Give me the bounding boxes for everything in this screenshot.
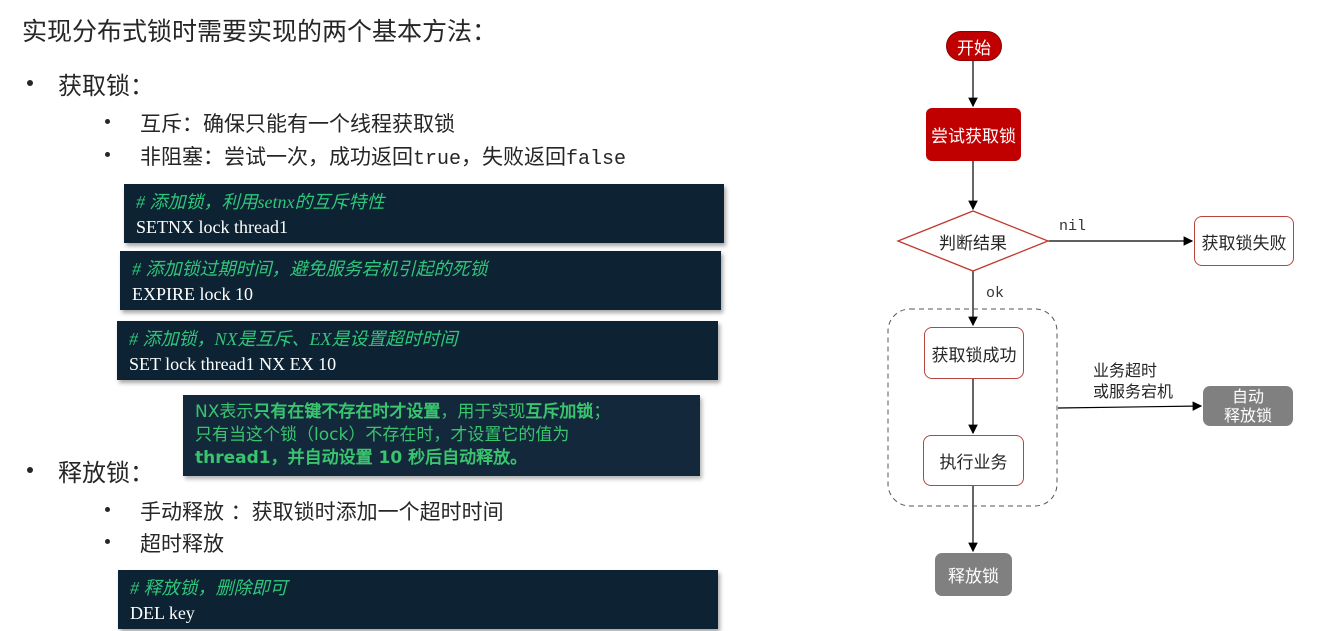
flow-ok-label: ok (986, 285, 1005, 302)
false-literal: false (566, 148, 627, 171)
bullet-dot (105, 539, 110, 544)
auto-release-line-2: 释放锁 (1223, 406, 1272, 425)
bullet-dot (27, 80, 33, 86)
code-block-expire: # 添加锁过期时间，避免服务宕机引起的死锁 EXPIRE lock 10 (120, 251, 721, 310)
code-comment: # 释放锁，删除即可 (130, 578, 288, 598)
timeout-label-line-2: 或服务宕机 (1093, 382, 1174, 401)
nonblocking-text-2: ，失败返回 (461, 145, 567, 169)
flow-nil-label: nil (1059, 218, 1087, 235)
flow-success-node: 获取锁成功 (924, 327, 1024, 379)
flow-start-node: 开始 (946, 31, 1002, 61)
note-text: ，用于实现 (440, 402, 526, 422)
acquire-item-mutex: 互斥：确保只能有一个线程获取锁 (140, 112, 455, 136)
nx-explanation-note: NX表示只有在键不存在时才设置，用于实现互斥加锁； 只有当这个锁（lock）不存… (183, 395, 700, 476)
flow-auto-release-node: 自动 释放锁 (1203, 386, 1293, 426)
release-item-timeout: 超时释放 (140, 532, 224, 556)
note-line-3: thread1，并自动设置 10 秒后自动释放。 (195, 448, 528, 468)
flow-timeout-label: 业务超时 或服务宕机 (1093, 360, 1173, 402)
arrow-timeout-to-auto-release (1057, 401, 1203, 411)
judge-diamond (896, 210, 1050, 272)
acquire-item-nonblocking: 非阻塞：尝试一次，成功返回true，失败返回false (140, 141, 626, 171)
code-comment: # 添加锁，NX是互斥、EX是设置超时时间 (129, 329, 458, 349)
code-line: SETNX lock thread1 (136, 217, 288, 237)
code-line: DEL key (130, 603, 195, 623)
note-line-2: 只有当这个锁（lock）不存在时，才设置它的值为 (195, 425, 570, 445)
true-literal: true (413, 148, 462, 171)
code-block-set-nx-ex: # 添加锁，NX是互斥、EX是设置超时时间 SET lock thread1 N… (117, 321, 718, 380)
code-line: EXPIRE lock 10 (132, 284, 253, 304)
flow-exec-node: 执行业务 (923, 435, 1024, 486)
flow-fail-node: 获取锁失败 (1194, 216, 1294, 266)
code-comment: # 添加锁过期时间，避免服务宕机引起的死锁 (132, 259, 488, 279)
auto-release-line-1: 自动 (1231, 387, 1264, 406)
flow-release-node: 释放锁 (935, 553, 1012, 596)
code-line: SET lock thread1 NX EX 10 (129, 354, 337, 374)
nonblocking-text-1: 非阻塞：尝试一次，成功返回 (140, 145, 413, 169)
timeout-label-line-1: 业务超时 (1093, 361, 1158, 380)
release-item-manual: 手动释放 ：获取锁时添加一个超时时间 (140, 500, 504, 524)
business-scope-dashed-box (887, 308, 1058, 507)
code-block-setnx: # 添加锁，利用setnx的互斥特性 SETNX lock thread1 (124, 184, 724, 243)
flow-judge-label: 判断结果 (939, 233, 1007, 254)
bullet-dot (105, 152, 110, 157)
note-bold: 只有在键不存在时才设置 (253, 402, 441, 422)
code-block-del: # 释放锁，删除即可 DEL key (118, 570, 718, 629)
bullet-dot (105, 119, 110, 124)
bullet-dot (27, 467, 33, 473)
note-text: ； (593, 402, 611, 422)
note-text: NX表示 (195, 402, 254, 422)
flow-try-acquire-node: 尝试获取锁 (926, 108, 1021, 161)
acquire-heading: 获取锁： (58, 72, 154, 100)
bullet-dot (105, 507, 110, 512)
release-heading: 释放锁： (58, 459, 154, 487)
note-bold: 互斥加锁 (525, 402, 594, 422)
code-comment: # 添加锁，利用setnx的互斥特性 (136, 192, 385, 212)
page-title: 实现分布式锁时需要实现的两个基本方法： (22, 17, 498, 46)
